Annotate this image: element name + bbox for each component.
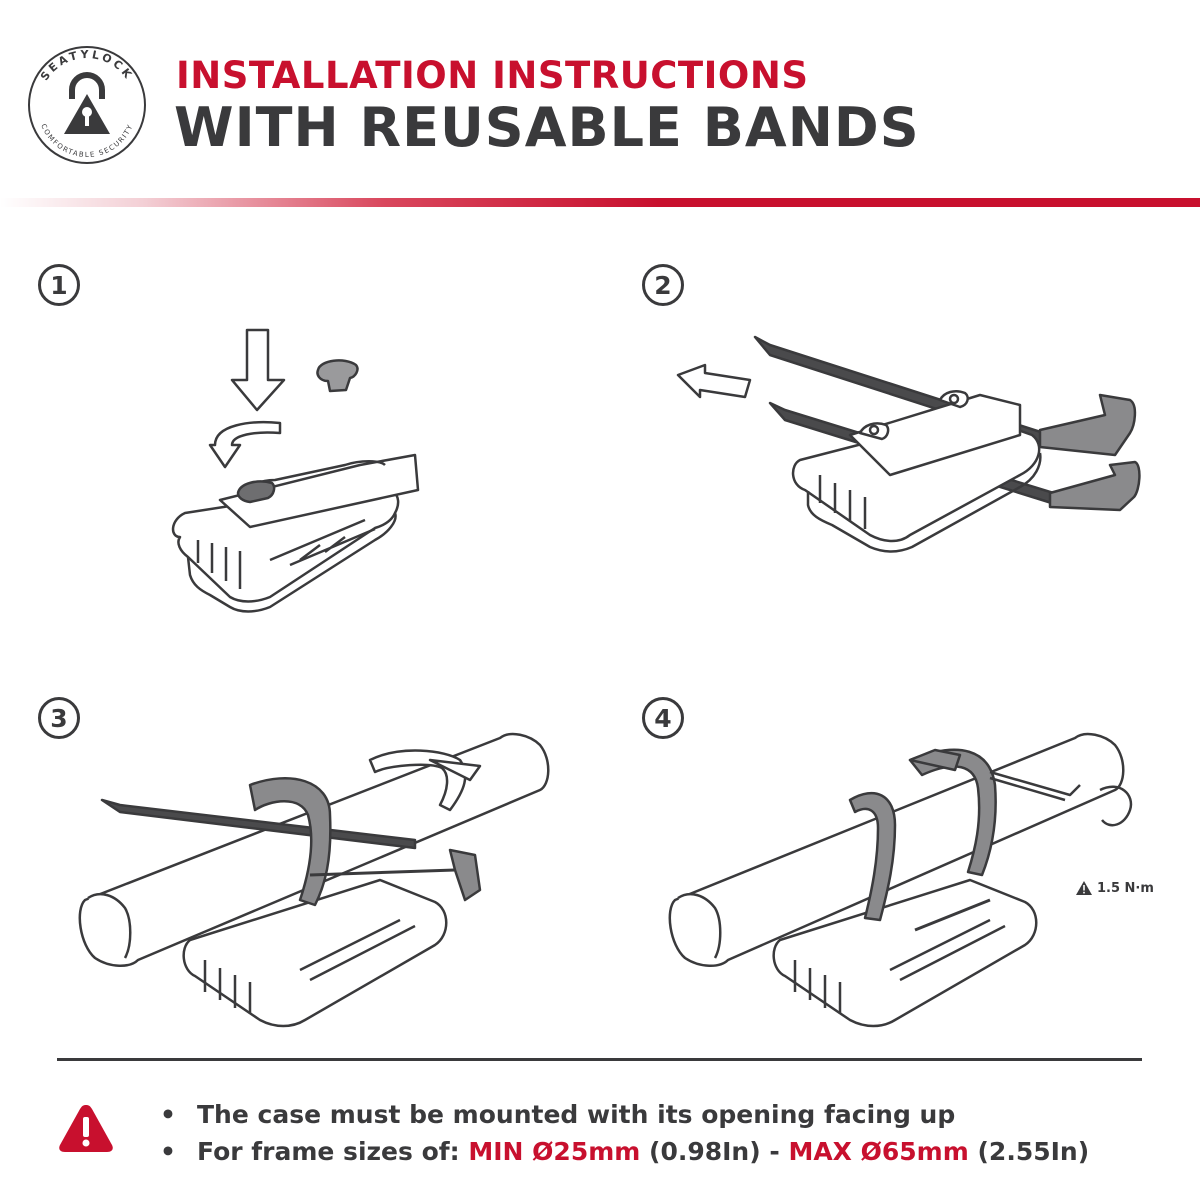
note-orientation-text: The case must be mounted with its openin…: [197, 1100, 956, 1129]
step-1-badge: 1: [38, 264, 80, 306]
title-line-1: INSTALLATION INSTRUCTIONS: [176, 54, 809, 97]
step-4-badge: 4: [642, 697, 684, 739]
case-body: [171, 483, 400, 603]
band-left: [848, 791, 897, 922]
left-arrow-icon: [676, 363, 752, 399]
torque-value: 1.5 N·m: [1097, 880, 1154, 896]
step-4-illustration: [668, 732, 1133, 1028]
header-divider: [0, 198, 1200, 207]
title-line-2: WITH REUSABLE BANDS: [174, 96, 920, 159]
bullet: •: [160, 1137, 176, 1166]
frame-tube: [668, 732, 1125, 967]
min-size-label: MIN Ø25mm: [468, 1137, 641, 1166]
step-2-illustration: [676, 335, 1141, 553]
tie-band: [100, 798, 417, 850]
rotate-arrow-icon: [208, 420, 282, 469]
note-orientation: • The case must be mounted with its open…: [160, 1100, 955, 1129]
step-3-badge: 3: [38, 697, 80, 739]
max-size-label: MAX Ø65mm: [788, 1137, 969, 1166]
step-1-illustration: [171, 328, 420, 613]
nut-icon: [316, 359, 359, 393]
warning-icon: [59, 1105, 113, 1152]
min-size-imperial: (0.98In) -: [640, 1137, 789, 1166]
seatylock-logo: SEATYLOCK COMFORTABLE SECURITY: [28, 46, 146, 164]
allen-key-icon: [989, 770, 1081, 802]
down-arrow-icon: [230, 328, 286, 412]
bottom-divider: [57, 1058, 1142, 1061]
step-2-badge: 2: [642, 264, 684, 306]
torque-spec: 1.5 N·m: [1075, 880, 1154, 896]
bullet: •: [160, 1100, 176, 1129]
warning-small-icon: [1076, 881, 1092, 895]
max-size-imperial: (2.55In): [968, 1137, 1090, 1166]
step-3-illustration: [78, 732, 550, 1028]
frame-size-prefix: For frame sizes of:: [197, 1137, 469, 1166]
note-frame-sizes: • For frame sizes of: MIN Ø25mm (0.98In)…: [160, 1137, 1089, 1166]
